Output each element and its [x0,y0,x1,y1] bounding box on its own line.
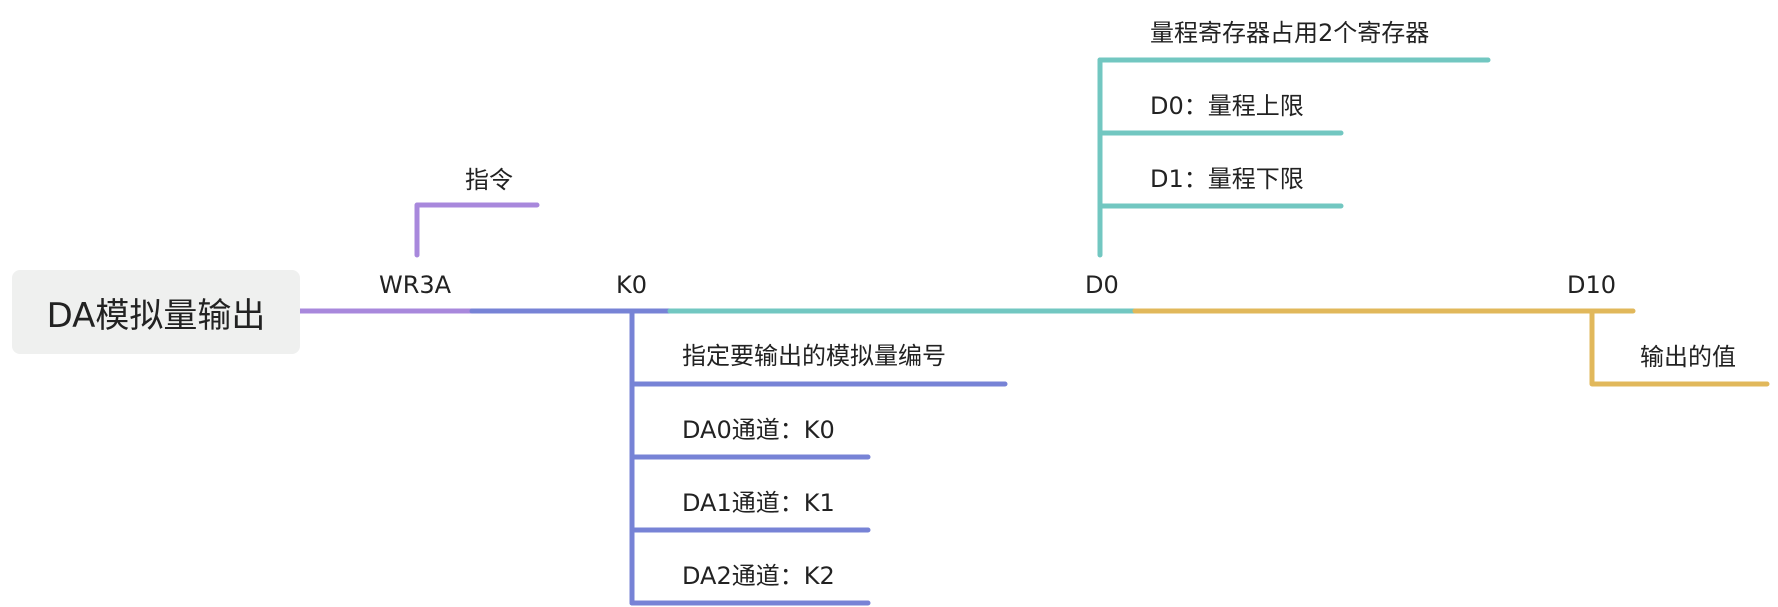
root-node-label: DA模拟量输出 [46,295,266,336]
node-label-k0[interactable]: K0 [616,271,648,299]
d10-branch-connector [1589,308,1770,387]
node-label-d10[interactable]: D10 [1567,271,1617,299]
d0-child-2[interactable]: D0：量程上限 [1150,92,1304,120]
wr3a-branch-connector [414,202,540,258]
d0-child-3[interactable]: D1：量程下限 [1150,165,1304,193]
d10-child-output-value[interactable]: 输出的值 [1640,343,1736,371]
k0-child-2[interactable]: DA0通道：K0 [682,416,835,444]
node-label-d0[interactable]: D0 [1085,271,1119,299]
node-label-wr3a[interactable]: WR3A [379,271,452,299]
d0-child-1[interactable]: 量程寄存器占用2个寄存器 [1150,19,1430,47]
wr3a-child-instruction[interactable]: 指令 [465,166,513,194]
k0-child-1[interactable]: 指定要输出的模拟量编号 [682,342,946,370]
root-node[interactable]: DA模拟量输出 [12,270,300,354]
k0-child-3[interactable]: DA1通道：K1 [682,489,835,517]
k0-child-4[interactable]: DA2通道：K2 [682,562,835,590]
